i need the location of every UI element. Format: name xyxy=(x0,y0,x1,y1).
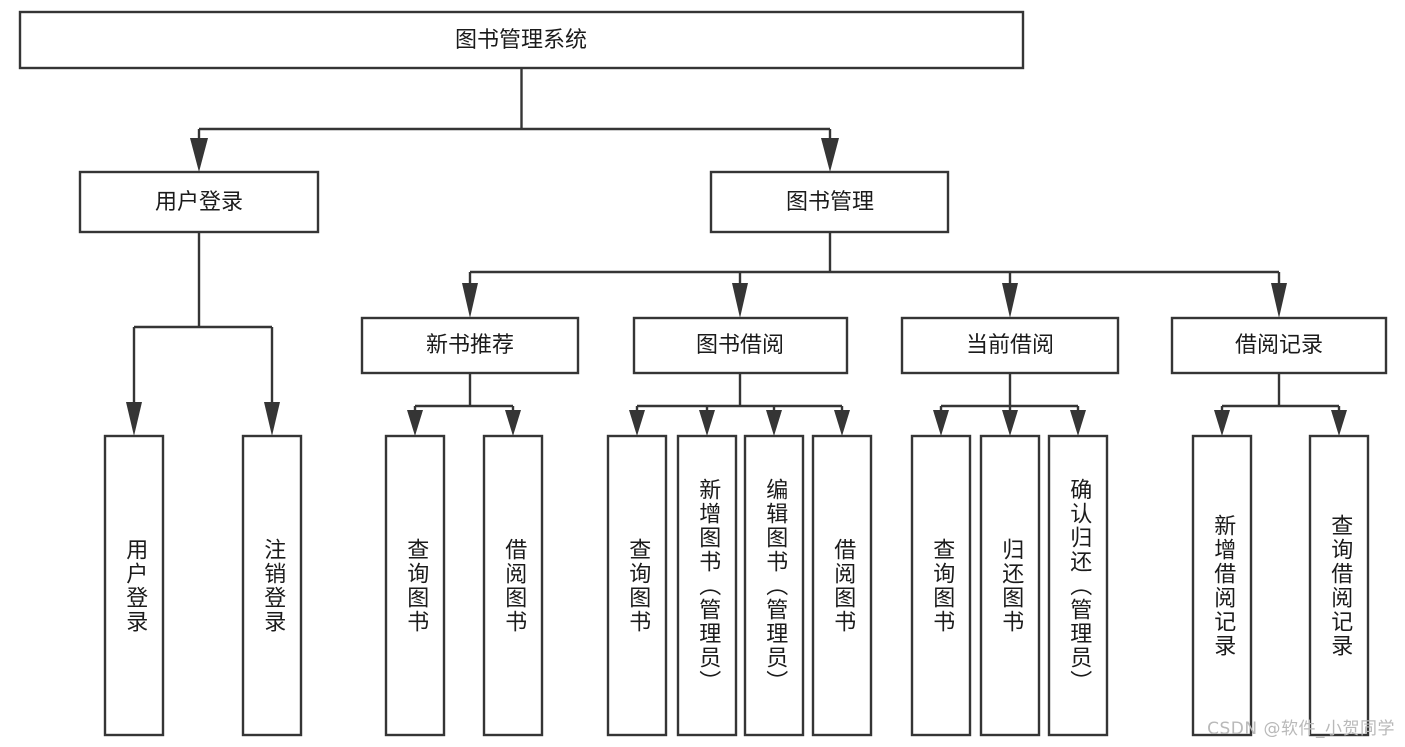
arrowhead-leaf-6 xyxy=(699,410,715,436)
node-leaf-13-box[interactable] xyxy=(1308,434,1370,737)
node-leaf-12-box[interactable] xyxy=(1191,434,1253,737)
csdn-watermark: CSDN @软件_小贺同学 xyxy=(1207,719,1395,739)
arrowhead-leaf-4 xyxy=(505,410,521,436)
arrowhead-leaf-9 xyxy=(933,410,949,436)
node-borrow-label: 图书借阅 xyxy=(696,333,784,358)
node-root-box[interactable] xyxy=(18,10,1025,70)
arrowhead-leaf-1 xyxy=(126,402,142,436)
arrowhead-leaf-7 xyxy=(766,410,782,436)
node-leaf-4-box[interactable] xyxy=(482,434,544,737)
node-current-label: 当前借阅 xyxy=(966,333,1054,358)
node-leaf-6-box[interactable] xyxy=(676,434,738,737)
nodes-layer: 图书管理系统 用户登录 图书管理 新书推荐 图书借阅 当前 xyxy=(18,10,1388,737)
node-record-box[interactable] xyxy=(1170,316,1388,375)
node-newbook-label: 新书推荐 xyxy=(426,333,514,358)
arrowhead-to-newbook xyxy=(462,283,478,318)
arrowhead-to-bookmgmt xyxy=(821,138,839,172)
node-leaf-3-box[interactable] xyxy=(384,434,446,737)
node-bookmgmt-box[interactable] xyxy=(709,170,950,234)
arrowhead-leaf-13 xyxy=(1331,410,1347,436)
arrowhead-leaf-10 xyxy=(1002,410,1018,436)
node-newbook-box[interactable] xyxy=(360,316,580,375)
arrowhead-to-current xyxy=(1002,283,1018,318)
node-root-label: 图书管理系统 xyxy=(455,28,587,53)
arrowhead-leaf-3 xyxy=(407,410,423,436)
node-borrow[interactable]: 图书借阅 xyxy=(632,316,849,375)
node-borrow-box[interactable] xyxy=(632,316,849,375)
arrowhead-to-borrow xyxy=(732,283,748,318)
edges-layer xyxy=(126,68,1347,436)
node-newbook[interactable]: 新书推荐 xyxy=(360,316,580,375)
arrowhead-leaf-5 xyxy=(629,410,645,436)
node-leaf-5-box[interactable] xyxy=(606,434,668,737)
node-leaf-10-box[interactable] xyxy=(979,434,1041,737)
node-current[interactable]: 当前借阅 xyxy=(900,316,1120,375)
node-record[interactable]: 借阅记录 xyxy=(1170,316,1388,375)
node-leaf-2-box[interactable] xyxy=(241,434,303,737)
arrowhead-leaf-2 xyxy=(264,402,280,436)
node-leaf-7-box[interactable] xyxy=(743,434,805,737)
node-bookmgmt[interactable]: 图书管理 xyxy=(709,170,950,234)
arrowhead-to-login xyxy=(190,138,208,172)
node-leaf-8-box[interactable] xyxy=(811,434,873,737)
node-record-label: 借阅记录 xyxy=(1235,333,1323,358)
node-current-box[interactable] xyxy=(900,316,1120,375)
node-leaf-1-box[interactable] xyxy=(103,434,165,737)
node-login-box[interactable] xyxy=(78,170,320,234)
node-root[interactable]: 图书管理系统 xyxy=(18,10,1025,70)
node-bookmgmt-label: 图书管理 xyxy=(786,190,874,215)
arrowhead-leaf-12 xyxy=(1214,410,1230,436)
arrowhead-leaf-8 xyxy=(834,410,850,436)
node-leaf-11-box[interactable] xyxy=(1047,434,1109,737)
arrowhead-to-record xyxy=(1271,283,1287,318)
arrowhead-leaf-11 xyxy=(1070,410,1086,436)
node-leaf-9-box[interactable] xyxy=(910,434,972,737)
node-login[interactable]: 用户登录 xyxy=(78,170,320,234)
node-login-label: 用户登录 xyxy=(155,190,243,215)
